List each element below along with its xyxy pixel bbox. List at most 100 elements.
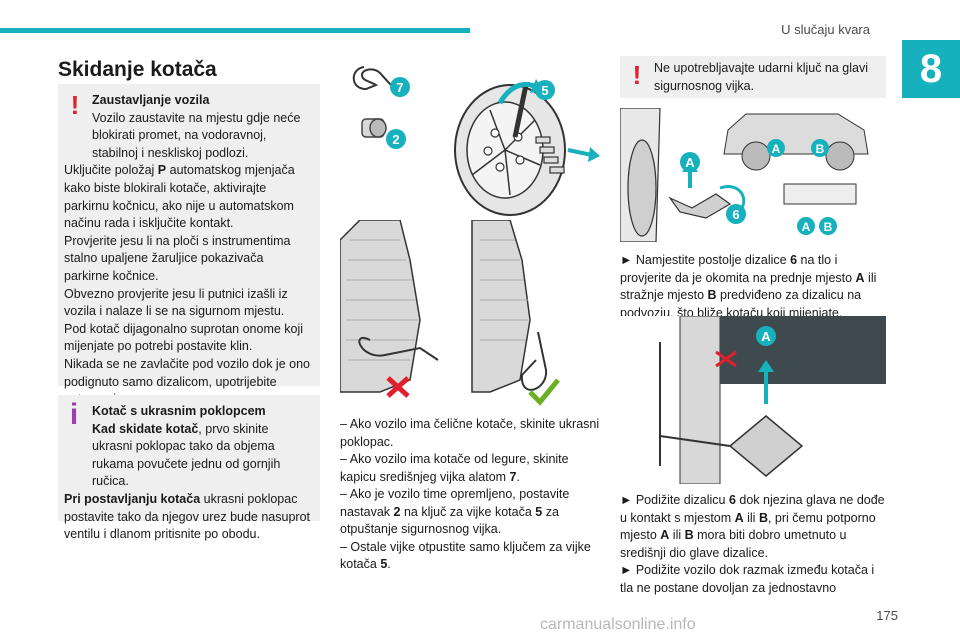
right-tyre <box>471 220 531 393</box>
callout-7-badge <box>390 77 410 97</box>
middle-instructions: – Ako vozilo ima čelične kotače, skinite… <box>340 416 606 574</box>
warning-text-1: Vozilo zaustavite na mjestu gdje neće bl… <box>92 110 301 160</box>
step-security-text2: na ključ za vijke kotača <box>400 504 536 519</box>
info-text-2: ukrasni poklopac postavite tako da njego… <box>64 491 311 542</box>
warning-icon-2: ! <box>632 60 642 90</box>
tyre-tread <box>679 316 721 484</box>
r1-d: A <box>855 270 865 285</box>
callout-2: 2 <box>392 132 399 147</box>
watermark: carmanualsonline.info <box>540 616 696 633</box>
step-other-bolts: – Ostale vijke otpustite samo ključem za… <box>340 539 606 574</box>
adapter-end <box>369 118 387 138</box>
warning-impact-text: Ne upotrebljavajte udarni ključ na glavi… <box>654 61 869 93</box>
jack-points-illustration: A 6 A B A B <box>620 108 869 242</box>
car-underbody <box>720 316 886 384</box>
cap-removal-tool <box>352 66 401 96</box>
warning-box-stopping: ! Zaustavljanje vozila Vozilo zaustavite… <box>58 84 320 406</box>
r2-h: A <box>660 528 670 542</box>
page-title: Skidanje kotača <box>58 58 217 81</box>
section-title: U slučaju kvara <box>781 22 870 37</box>
scissor-jack <box>668 193 732 219</box>
ref-5: 5 <box>535 504 543 519</box>
step-security-bolt: – Ako je vozilo time opremljeno, postavi… <box>340 486 606 539</box>
wrong-tyre <box>340 220 421 393</box>
step-other-end: . <box>387 557 391 571</box>
car-front-wheel <box>741 141 771 171</box>
warning-text-5: Pod kotač dijagonalno suprotan onome koj… <box>64 321 304 354</box>
gear-p: P <box>157 163 167 178</box>
lift-arrow-head <box>758 360 774 372</box>
wheel-bolts-illustration: 7 2 5 <box>352 66 600 216</box>
jack-point-b: B <box>816 142 825 156</box>
info-heading: Kotač s ukrasnim poklopcem <box>92 404 266 418</box>
right-step-1: ► Namjestite postolje dizalice 6 na tlo … <box>620 252 886 322</box>
lift-a: A <box>761 329 771 344</box>
page-number: 175 <box>876 608 898 623</box>
jack-point-a: A <box>772 142 781 156</box>
wrong-tread <box>346 239 418 361</box>
r1-f: B <box>707 288 717 302</box>
callout-6: 6 <box>732 207 739 222</box>
r2-j: B <box>684 528 694 542</box>
car-rear-wheel <box>825 141 855 171</box>
r1-a: ► Namjestite postolje dizalice <box>620 253 791 267</box>
step-alloy-text: – Ako vozilo ima kotače od legure, skini… <box>340 452 569 484</box>
callout-a: A <box>685 155 695 170</box>
warning-icon: ! <box>70 90 80 120</box>
jack-crank <box>659 435 731 447</box>
warning-box-impact-wrench: ! Ne upotrebljavajte udarni ključ na gla… <box>620 56 886 98</box>
right-tool <box>520 331 548 391</box>
tool-position-illustration <box>340 220 560 406</box>
callout-5-badge <box>535 80 555 100</box>
removed-bolts <box>535 136 565 174</box>
wrong-tool <box>358 337 439 361</box>
car-wheel-side <box>627 139 657 237</box>
remove-arrow <box>567 148 593 157</box>
warning-text-4: Obvezno provjerite jesu li putnici izašl… <box>64 286 288 319</box>
warning-text-2: Uključite položaj <box>64 163 158 178</box>
callout-a-badge <box>680 152 700 172</box>
r2-i: ili <box>669 528 685 542</box>
right-step-3: ► Podižite vozilo dok razmak između kota… <box>620 563 875 595</box>
sill-b: B <box>824 220 833 234</box>
callout-2-badge <box>386 129 406 149</box>
r2-g: , pri čemu potporno mjesto <box>620 510 876 543</box>
wheel-wrench <box>512 84 529 138</box>
r2-b: 6 <box>728 493 736 507</box>
step-security-text: – Ako je vozilo time opremljeno, postavi… <box>340 487 570 519</box>
callout-5: 5 <box>541 83 548 98</box>
warning-text-2b: automatskog mjenjača kako biste blokiral… <box>64 163 295 231</box>
r2-f: B <box>758 510 768 525</box>
ref-2: 2 <box>393 504 401 519</box>
step-alloy-end: . <box>516 469 520 484</box>
right-tread <box>480 239 528 341</box>
info-bold-1: Kad skidate kotač <box>92 421 199 436</box>
wrong-point-cross-icon <box>715 350 737 368</box>
step-alloy-wheels: – Ako vozilo ima kotače od legure, skini… <box>340 451 606 486</box>
step-other-text: – Ostale vijke otpustite samo ključem za… <box>340 539 591 572</box>
r2-e: ili <box>743 510 759 525</box>
step-steel-wheels: – Ako vozilo ima čelične kotače, skinite… <box>340 417 600 449</box>
r2-c: dok njezina glava ne dođe u kontakt s mj… <box>620 493 885 525</box>
jack-lifting-illustration: A <box>620 316 886 484</box>
sill-detail <box>783 183 857 205</box>
info-text-1: , prvo skinite ukrasni poklopac tako da … <box>92 421 281 489</box>
r1-c: na tlo i provjerite da je okomita na pre… <box>620 253 856 285</box>
correct-check-icon <box>528 378 560 406</box>
callout-7: 7 <box>396 80 403 95</box>
r2-d: A <box>734 510 744 525</box>
ref-5b: 5 <box>380 557 388 571</box>
info-icon: i <box>69 398 79 431</box>
wrong-cross-icon <box>386 376 410 398</box>
sill-a-badge <box>797 217 815 235</box>
sill-a: A <box>802 220 811 234</box>
info-bold-2: Pri postavljanju kotača <box>64 491 201 506</box>
remove-arrow-head <box>588 147 600 162</box>
chapter-number: 8 <box>902 40 960 98</box>
jack-point-b-badge <box>811 139 829 157</box>
r2-a: ► Podižite dizalicu <box>620 493 729 507</box>
header-accent-bar <box>0 28 470 33</box>
callout-6-badge <box>726 204 746 224</box>
step-security-text3: za otpuštanje sigurnosnog vijka. <box>340 504 559 537</box>
rotate-arrow <box>719 185 746 209</box>
